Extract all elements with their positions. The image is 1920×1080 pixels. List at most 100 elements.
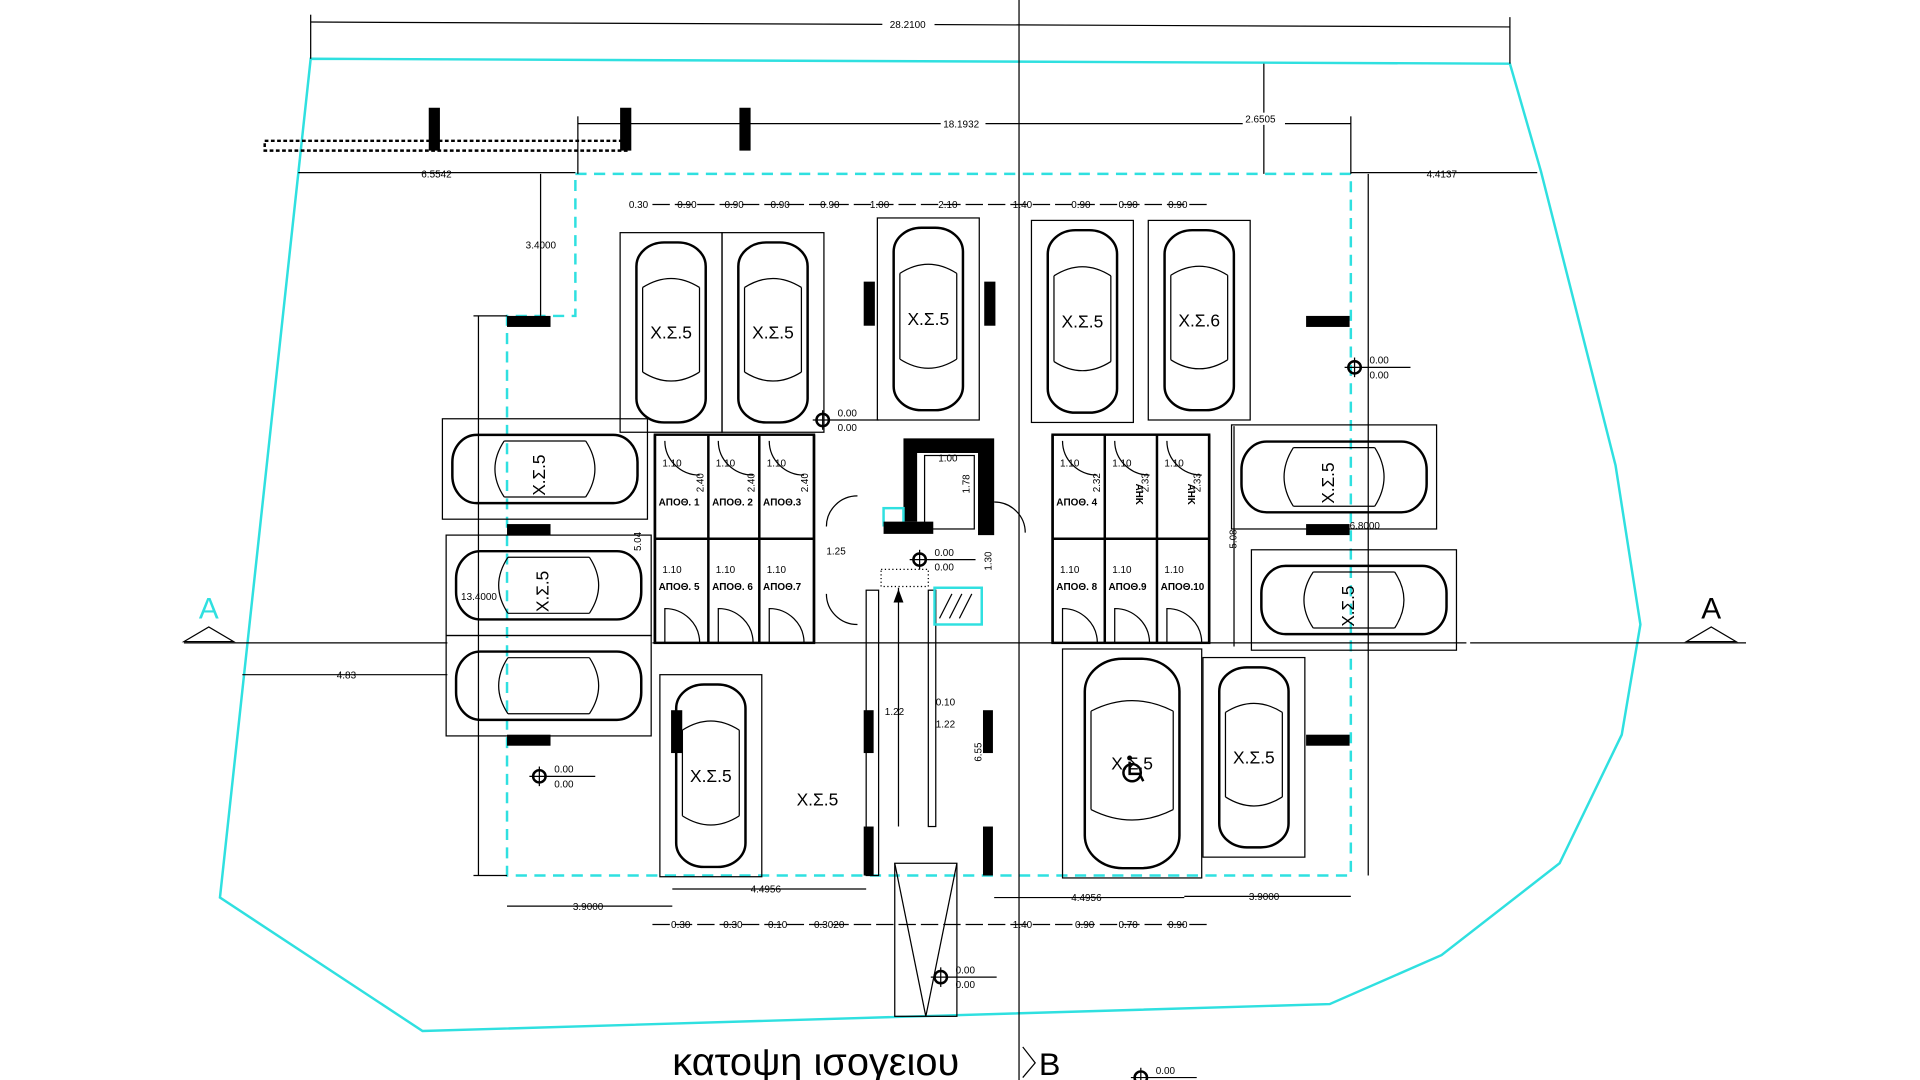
dim-top-row-label: 1.00 bbox=[870, 200, 890, 211]
drawing-title: κατοψη ισογειου bbox=[672, 1040, 959, 1080]
column bbox=[1306, 734, 1350, 746]
column bbox=[863, 281, 875, 326]
level-value: 0.00 bbox=[838, 408, 858, 419]
parking-bay bbox=[1061, 648, 1203, 879]
dim-top-left-depth: 3.4000 bbox=[526, 241, 557, 252]
dim-cell-width: 1.10 bbox=[716, 459, 736, 470]
dim-stair-len: 6.55 bbox=[974, 742, 985, 762]
parking-space: Χ.Σ.5 bbox=[441, 418, 649, 520]
door-swing bbox=[1166, 440, 1202, 476]
car-icon bbox=[1046, 228, 1119, 414]
dim-cell-width: 1.10 bbox=[1060, 459, 1080, 470]
level-value: 0.00 bbox=[956, 980, 976, 991]
storage-label: ΑΠΟΘ.10 bbox=[1161, 582, 1205, 593]
level-value: 0.00 bbox=[956, 966, 976, 977]
dim-left-offset: 6.5542 bbox=[421, 170, 451, 181]
door-swing bbox=[717, 607, 754, 643]
elevator-core bbox=[825, 438, 1026, 626]
dim-cell-width: 1.10 bbox=[1112, 459, 1132, 470]
parking-space: Χ.Σ.6 bbox=[1147, 219, 1251, 421]
entrance-ramp bbox=[894, 862, 958, 1017]
storage-label: ΑΗΚ bbox=[1133, 484, 1144, 506]
dim-cell-width: 1.10 bbox=[662, 459, 682, 470]
dim-bottom-row-label: 0.30 bbox=[723, 920, 743, 931]
door-swing bbox=[717, 440, 754, 476]
level-marker: 0.000.00 bbox=[909, 548, 976, 574]
door-swing bbox=[1114, 607, 1151, 643]
dim-right-offset: 4.4137 bbox=[1427, 170, 1457, 181]
parking-label-open: Χ.Σ.5 bbox=[797, 790, 839, 810]
car-icon bbox=[451, 433, 639, 505]
dim-bottom-row-label: 1.40 bbox=[1013, 920, 1033, 931]
dim-cell-height: 2.40 bbox=[746, 473, 757, 493]
dim-lift-d: 1.78 bbox=[961, 474, 972, 494]
level-value: 0.00 bbox=[1156, 1066, 1176, 1077]
car-icon bbox=[1260, 564, 1448, 636]
dim-bottom-row-label: 0.10 bbox=[768, 920, 788, 931]
level-marker: 0.000.00 bbox=[1130, 1066, 1197, 1080]
dim-stair-gap: 0.10 bbox=[936, 697, 956, 708]
dim-cell-width: 1.10 bbox=[716, 565, 736, 576]
parking-bay bbox=[1147, 219, 1251, 421]
parking-space: Χ.Σ.5 bbox=[876, 217, 980, 421]
dim-right-depth: 6.8000 bbox=[1350, 521, 1381, 532]
parking-bay bbox=[659, 674, 763, 878]
car-icon bbox=[1240, 440, 1428, 514]
dim-left-depth: 13.4000 bbox=[461, 592, 497, 603]
car-icon bbox=[454, 650, 643, 722]
parking-label: Χ.Σ.5 bbox=[533, 571, 553, 612]
parking-label: Χ.Σ.5 bbox=[690, 766, 732, 786]
section-marker-left: A bbox=[199, 593, 219, 626]
dim-cell-height: 2.33 bbox=[1140, 473, 1151, 493]
column bbox=[507, 734, 551, 746]
parking-space: Χ.Σ.5 bbox=[1030, 219, 1134, 424]
level-value: 0.00 bbox=[838, 423, 858, 434]
parking-label: Χ.Σ.5 bbox=[650, 323, 692, 343]
storage-label: ΑΠΟΘ. 6 bbox=[712, 582, 753, 593]
parking-label: Χ.Σ.5 bbox=[529, 455, 549, 496]
car-icon bbox=[635, 241, 707, 424]
parking-space: Χ.Σ.5 bbox=[445, 534, 652, 637]
dim-top-row-label: 0.90 bbox=[820, 200, 840, 211]
storage-label: ΑΠΟΘ.9 bbox=[1109, 582, 1148, 593]
parking-space: Χ.Σ.5 bbox=[1230, 424, 1438, 530]
door-swing bbox=[1114, 440, 1150, 476]
parking-bay bbox=[1202, 656, 1306, 858]
section-marker-b: B bbox=[1039, 1046, 1061, 1080]
level-marker: 0.000.00 bbox=[529, 765, 596, 790]
storage-label: ΑΠΟΘ. 2 bbox=[712, 498, 753, 509]
door-swing bbox=[1166, 607, 1203, 643]
dim-bottom-row-label: 0.70 bbox=[1118, 920, 1138, 931]
dim-cell-height: 2.40 bbox=[800, 473, 811, 493]
dim-top-setback-right: 2.6505 bbox=[1245, 115, 1276, 126]
site-boundary bbox=[218, 57, 1642, 1033]
door-swing bbox=[664, 440, 700, 476]
dim-cell-width: 1.10 bbox=[1164, 459, 1184, 470]
level-markers: 0.000.000.000.000.000.000.000.000.000.00… bbox=[529, 356, 1411, 1080]
dim-top-row-label: 0.90 bbox=[725, 200, 745, 211]
dim-top-row-label: 2.10 bbox=[938, 200, 958, 211]
parking-space: Χ.Σ.5 bbox=[619, 232, 723, 433]
dim-top-row-label: 0.30 bbox=[629, 200, 649, 211]
level-value: 0.00 bbox=[935, 548, 955, 559]
wheelchair-icon bbox=[1122, 755, 1145, 783]
storage-label: ΑΠΟΘ. 8 bbox=[1056, 582, 1097, 593]
level-marker: 0.000.00 bbox=[1344, 356, 1411, 381]
dim-top-row-label: 0.90 bbox=[770, 200, 790, 211]
dim-bottom-left-b: 4.4956 bbox=[751, 885, 782, 896]
storage-label: ΑΠΟΘ. 5 bbox=[659, 582, 700, 593]
car-icon bbox=[1163, 228, 1236, 412]
column bbox=[507, 315, 551, 327]
dim-bottom-right-b: 4.4956 bbox=[1071, 893, 1102, 904]
door-swing bbox=[768, 440, 805, 476]
parking-space bbox=[445, 634, 652, 737]
door-swing bbox=[1061, 607, 1098, 643]
parking-space: Χ.Σ.5 bbox=[1202, 656, 1306, 858]
section-marker-right: A bbox=[1701, 593, 1721, 626]
dim-left-setback: 4.83 bbox=[337, 670, 357, 681]
storage-label: ΑΠΟΘ. 1 bbox=[659, 498, 700, 509]
